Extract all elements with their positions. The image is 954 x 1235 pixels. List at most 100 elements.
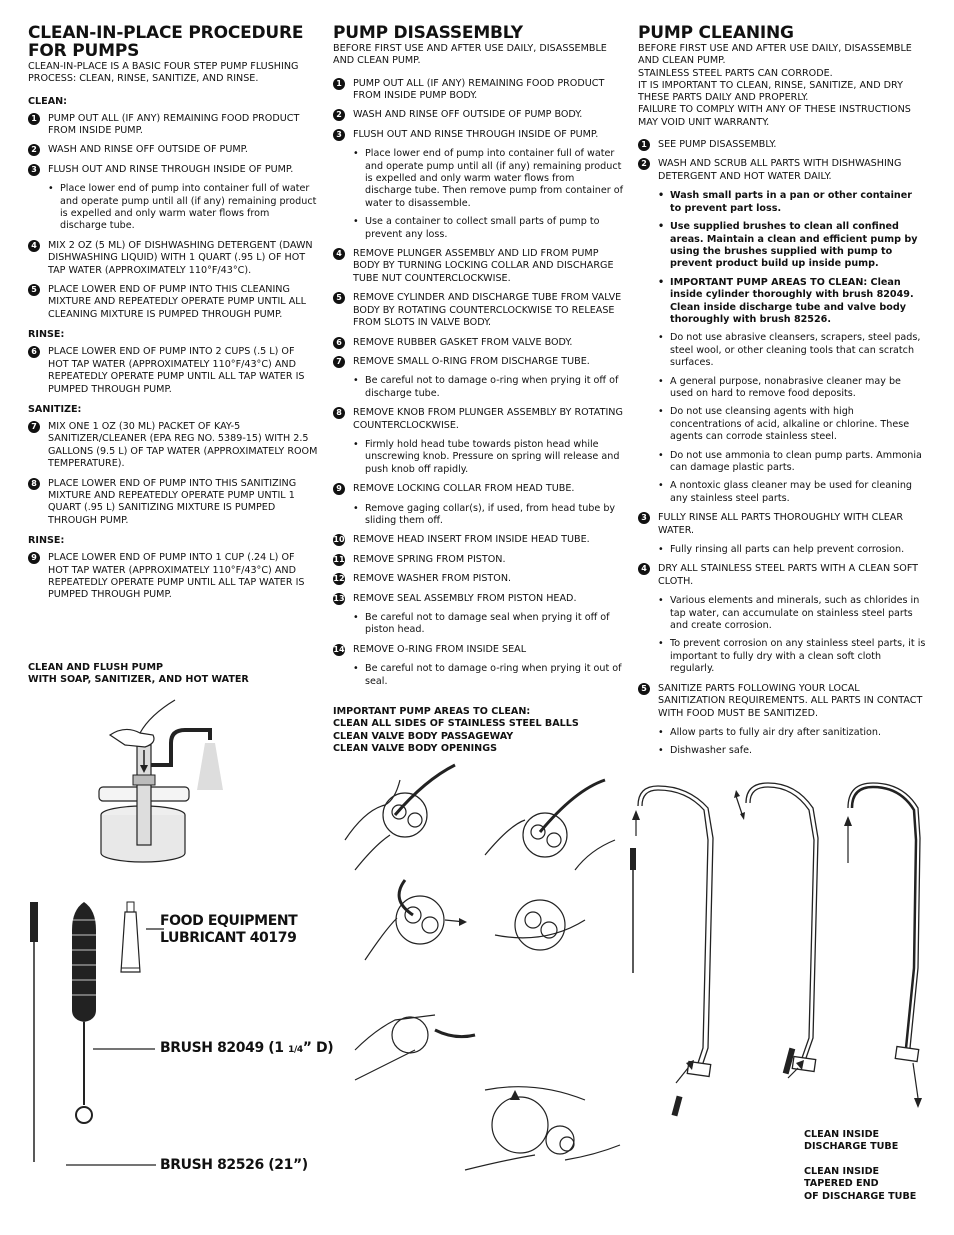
bullet-item: Place lower end of pump into container f…: [48, 183, 318, 233]
caption-line: CLEAN AND FLUSH PUMP: [28, 662, 164, 673]
bullet-item: Firmly hold head tube towards piston hea…: [353, 439, 623, 476]
brush-82526-label: BRUSH 82526 (21”): [160, 1157, 308, 1173]
disassembly-step-10: 10 REMOVE HEAD INSERT FROM INSIDE HEAD TU…: [333, 534, 623, 547]
lubricant-label: FOOD EQUIPMENT LUBRICANT 40179: [160, 913, 298, 947]
sanitize-label: SANITIZE:: [28, 403, 82, 415]
step-number: 2: [28, 144, 40, 157]
step-number: 13: [333, 592, 345, 605]
step-text: REMOVE RUBBER GASKET FROM VALVE BODY.: [353, 336, 573, 348]
bullet-item: Various elements and minerals, such as c…: [658, 595, 926, 632]
step-text: PUMP OUT ALL (IF ANY) REMAINING FOOD PRO…: [48, 112, 300, 136]
brush-82049-icon: [72, 902, 96, 1124]
step-text: WASH AND SCRUB ALL PARTS WITH DISHWASHIN…: [658, 158, 902, 182]
bullet-item: Fully rinsing all parts can help prevent…: [658, 544, 926, 557]
disassembly-step-11: 11 REMOVE SPRING FROM PISTON.: [333, 553, 623, 566]
cleaning-step-4-bullets: Various elements and minerals, such as c…: [658, 595, 926, 675]
bullet-item: Remove gaging collar(s), if used, from h…: [353, 503, 623, 528]
step-number: 6: [333, 336, 345, 349]
step-text: REMOVE KNOB FROM PLUNGER ASSEMBLY BY ROT…: [353, 407, 623, 431]
step-text: REMOVE HEAD INSERT FROM INSIDE HEAD TUBE…: [353, 534, 590, 546]
disassembly-step-14-bullets: Be careful not to damage o-ring when pry…: [353, 663, 623, 688]
step-number: 14: [333, 643, 345, 656]
step-text: REMOVE PLUNGER ASSEMBLY AND LID FROM PUM…: [353, 248, 614, 284]
step-text: WASH AND RINSE OFF OUTSIDE OF PUMP.: [48, 144, 248, 156]
step-number: 11: [333, 553, 345, 566]
step-number: 1: [333, 77, 345, 90]
pump-cleaning-title: PUMP CLEANING: [638, 23, 794, 43]
brush-82049-text-end: ” D): [302, 1040, 334, 1056]
flush-pump-caption: CLEAN AND FLUSH PUMP WITH SOAP, SANITIZE…: [28, 662, 249, 687]
rinse-label: RINSE:: [28, 329, 65, 341]
step-text: DRY ALL STAINLESS STEEL PARTS WITH A CLE…: [658, 563, 919, 587]
caption-line: CLEAN ALL SIDES OF STAINLESS STEEL BALLS: [333, 718, 579, 730]
pump-disassembly-section: PUMP DISASSEMBLY BEFORE FIRST USE AND AF…: [333, 24, 623, 695]
step-number: 3: [333, 128, 345, 141]
intro-line: IT IS IMPORTANT TO CLEAN, RINSE, SANITIZ…: [638, 79, 903, 104]
step-number: 2: [638, 158, 650, 171]
pump-disassembly-title: PUMP DISASSEMBLY: [333, 23, 523, 43]
bullet-item: Be careful not to damage o-ring when pry…: [353, 663, 623, 688]
cleaning-step-2-bullets: Wash small parts in a pan or other conta…: [658, 190, 926, 505]
disassembly-step-13-bullets: Be careful not to damage seal when pryin…: [353, 612, 623, 637]
pump-disassembly-intro: BEFORE FIRST USE AND AFTER USE DAILY, DI…: [333, 43, 607, 67]
step-text: SEE PUMP DISASSEMBLY.: [658, 139, 777, 151]
step-text: PUMP OUT ALL (IF ANY) REMAINING FOOD PRO…: [353, 77, 605, 101]
bullet-item: Do not use abrasive cleansers, scrapers,…: [658, 332, 926, 369]
disassembly-step-3-bullets: Place lower end of pump into container f…: [353, 148, 623, 241]
lubricant-label-line: LUBRICANT 40179: [160, 930, 297, 946]
step-number: 10: [333, 534, 345, 547]
caption-line: IMPORTANT PUMP AREAS TO CLEAN:: [333, 706, 531, 717]
rinse-label-2: RINSE:: [28, 535, 65, 547]
step-number: 5: [28, 284, 40, 297]
step-text: WASH AND RINSE OFF OUTSIDE OF PUMP BODY.: [353, 109, 583, 121]
caption-line: DISCHARGE TUBE: [804, 1141, 899, 1153]
lubricant-tube-icon: [120, 901, 141, 973]
step-number: 4: [333, 248, 345, 261]
step-number: 9: [333, 483, 345, 496]
clean-label: CLEAN:: [28, 95, 67, 107]
cip-step-2: 2 WASH AND RINSE OFF OUTSIDE OF PUMP.: [28, 144, 318, 157]
cleaning-step-4: 4 DRY ALL STAINLESS STEEL PARTS WITH A CL…: [638, 563, 926, 588]
intro-line: BEFORE FIRST USE AND AFTER USE DAILY, DI…: [638, 43, 912, 67]
step-text: MIX ONE 1 OZ (30 ML) PACKET OF KAY-5 SAN…: [48, 420, 318, 470]
valve-body-cleaning-illustration: [344, 763, 621, 1171]
bullet-item: To prevent corrosion on any stainless st…: [658, 638, 926, 675]
step-text: REMOVE SMALL O-RING FROM DISCHARGE TUBE.: [353, 355, 590, 367]
step-number: 7: [333, 355, 345, 368]
step-number: 1: [28, 112, 40, 125]
step-text: PLACE LOWER END OF PUMP INTO 2 CUPS (.5 …: [48, 346, 305, 395]
disassembly-step-7: 7 REMOVE SMALL O-RING FROM DISCHARGE TUBE…: [333, 355, 623, 368]
bullet-item: A nontoxic glass cleaner may be used for…: [658, 480, 926, 505]
step-text: FLUSH OUT AND RINSE THROUGH INSIDE OF PU…: [48, 163, 294, 175]
cleaning-step-5-bullets: Allow parts to fully air dry after sanit…: [658, 727, 926, 758]
step-text: REMOVE SPRING FROM PISTON.: [353, 553, 506, 565]
pump-cleaning-intro: BEFORE FIRST USE AND AFTER USE DAILY, DI…: [638, 43, 926, 129]
step-number: 4: [638, 563, 650, 576]
lubricant-leader-line: [146, 928, 164, 930]
discharge-tube-cleaning-illustration: [630, 782, 922, 1117]
disassembly-step-7-bullets: Be careful not to damage o-ring when pry…: [353, 375, 623, 400]
clean-in-place-section: CLEAN-IN-PLACE PROCEDURE FOR PUMPS CLEAN…: [28, 24, 318, 609]
brush-82049-label: BRUSH 82049 (1 1/4” D): [160, 1040, 334, 1059]
step-text: REMOVE WASHER FROM PISTON.: [353, 573, 512, 585]
pump-cleaning-section: PUMP CLEANING BEFORE FIRST USE AND AFTER…: [638, 24, 926, 765]
caption-spacer: [804, 1154, 916, 1166]
step-number: 8: [333, 407, 345, 420]
step-number: 1: [638, 139, 650, 152]
step-text: PLACE LOWER END OF PUMP INTO THIS SANITI…: [48, 477, 297, 526]
bullet-item: Place lower end of pump into container f…: [353, 148, 623, 210]
clean-in-place-intro: CLEAN-IN-PLACE IS A BASIC FOUR STEP PUMP…: [28, 61, 299, 85]
cleaning-step-1: 1 SEE PUMP DISASSEMBLY.: [638, 139, 926, 152]
pump-flush-illustration: [98, 699, 223, 863]
brush-82526-icon: [30, 902, 38, 1162]
